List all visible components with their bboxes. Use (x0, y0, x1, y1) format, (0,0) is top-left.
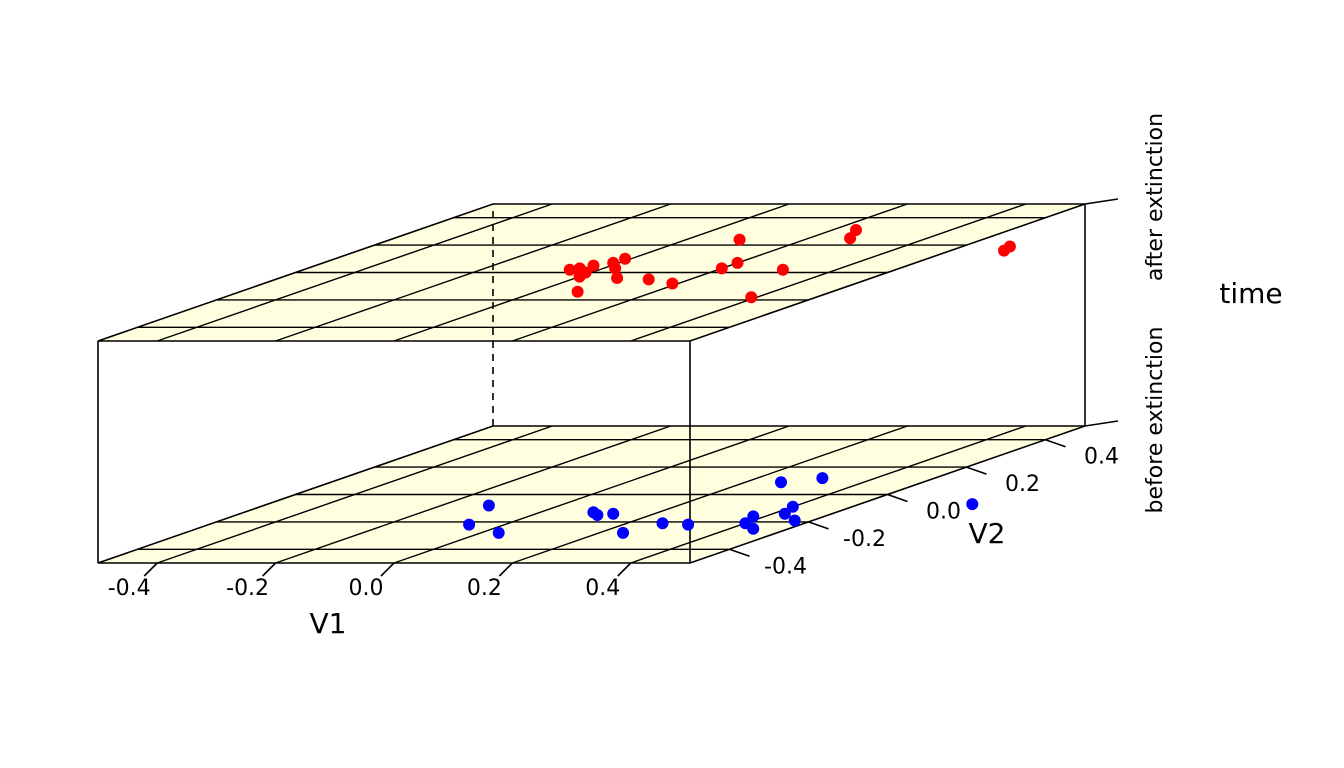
x-tick-label: -0.4 (108, 576, 151, 601)
z-axis-title: time (1219, 277, 1282, 310)
axes-layer: -0.4 -0.2 0.0 0.2 0.4 -0.4 -0.2 0.0 0.2 0.4 (108, 198, 1119, 601)
x-tick-label: 0.4 (585, 576, 620, 601)
data-point (745, 291, 758, 304)
y-tick-mark (1045, 438, 1066, 448)
z-tick-mark (1084, 420, 1119, 427)
data-point (619, 252, 632, 265)
data-point (747, 510, 760, 523)
data-point (617, 526, 629, 539)
series-1 (563, 224, 1016, 304)
data-point (775, 476, 787, 489)
data-point (492, 526, 505, 539)
data-point (642, 273, 655, 286)
x-tick-mark (617, 562, 632, 577)
series-0 (463, 472, 979, 539)
data-point (682, 518, 695, 531)
y-tick-label: 0.0 (926, 500, 961, 525)
data-point (747, 522, 760, 535)
data-point (850, 224, 862, 236)
x-tick-label: 0.2 (467, 576, 502, 601)
data-point (998, 244, 1010, 257)
x-tick-label: 0.0 (349, 576, 384, 601)
z-level-label-before: before extinction (1143, 327, 1168, 514)
data-point (611, 272, 624, 284)
data-point (587, 259, 600, 272)
z-tick-mark (1084, 198, 1119, 205)
x-tick-mark (380, 562, 395, 577)
data-point (607, 507, 620, 520)
data-point (571, 285, 584, 298)
z-level-label-after: after extinction (1143, 113, 1168, 281)
data-point (591, 509, 604, 521)
y-tick-mark (966, 466, 987, 475)
data-point (666, 277, 679, 290)
data-point (573, 270, 586, 283)
x-tick-label: -0.2 (226, 576, 269, 601)
data-point (715, 262, 728, 275)
data-point (731, 256, 744, 269)
data-point (788, 514, 801, 527)
x-tick-mark (143, 562, 158, 577)
y-tick-label: -0.2 (843, 527, 886, 552)
y-tick-mark (887, 493, 908, 503)
x-tick-mark (262, 562, 277, 577)
data-point (786, 500, 799, 513)
y-tick-mark (808, 521, 829, 530)
data-point (656, 517, 669, 530)
data-point (966, 498, 979, 511)
y-axis-title: V2 (969, 517, 1006, 550)
data-point (609, 262, 622, 275)
plane-0 (97, 425, 1086, 564)
data-point (816, 472, 829, 485)
y-tick-label: -0.4 (764, 554, 807, 579)
x-tick-mark (498, 562, 513, 577)
data-point (463, 518, 476, 531)
points-layer (463, 224, 1016, 539)
data-point (776, 263, 789, 276)
y-tick-mark (729, 548, 750, 558)
data-point (563, 263, 576, 276)
y-tick-label: 0.4 (1084, 445, 1119, 470)
x-axis-title: V1 (310, 607, 347, 640)
data-point (778, 507, 791, 520)
data-point (482, 499, 495, 512)
data-point (733, 233, 746, 246)
data-point (844, 232, 857, 245)
y-tick-label: 0.2 (1005, 472, 1040, 497)
